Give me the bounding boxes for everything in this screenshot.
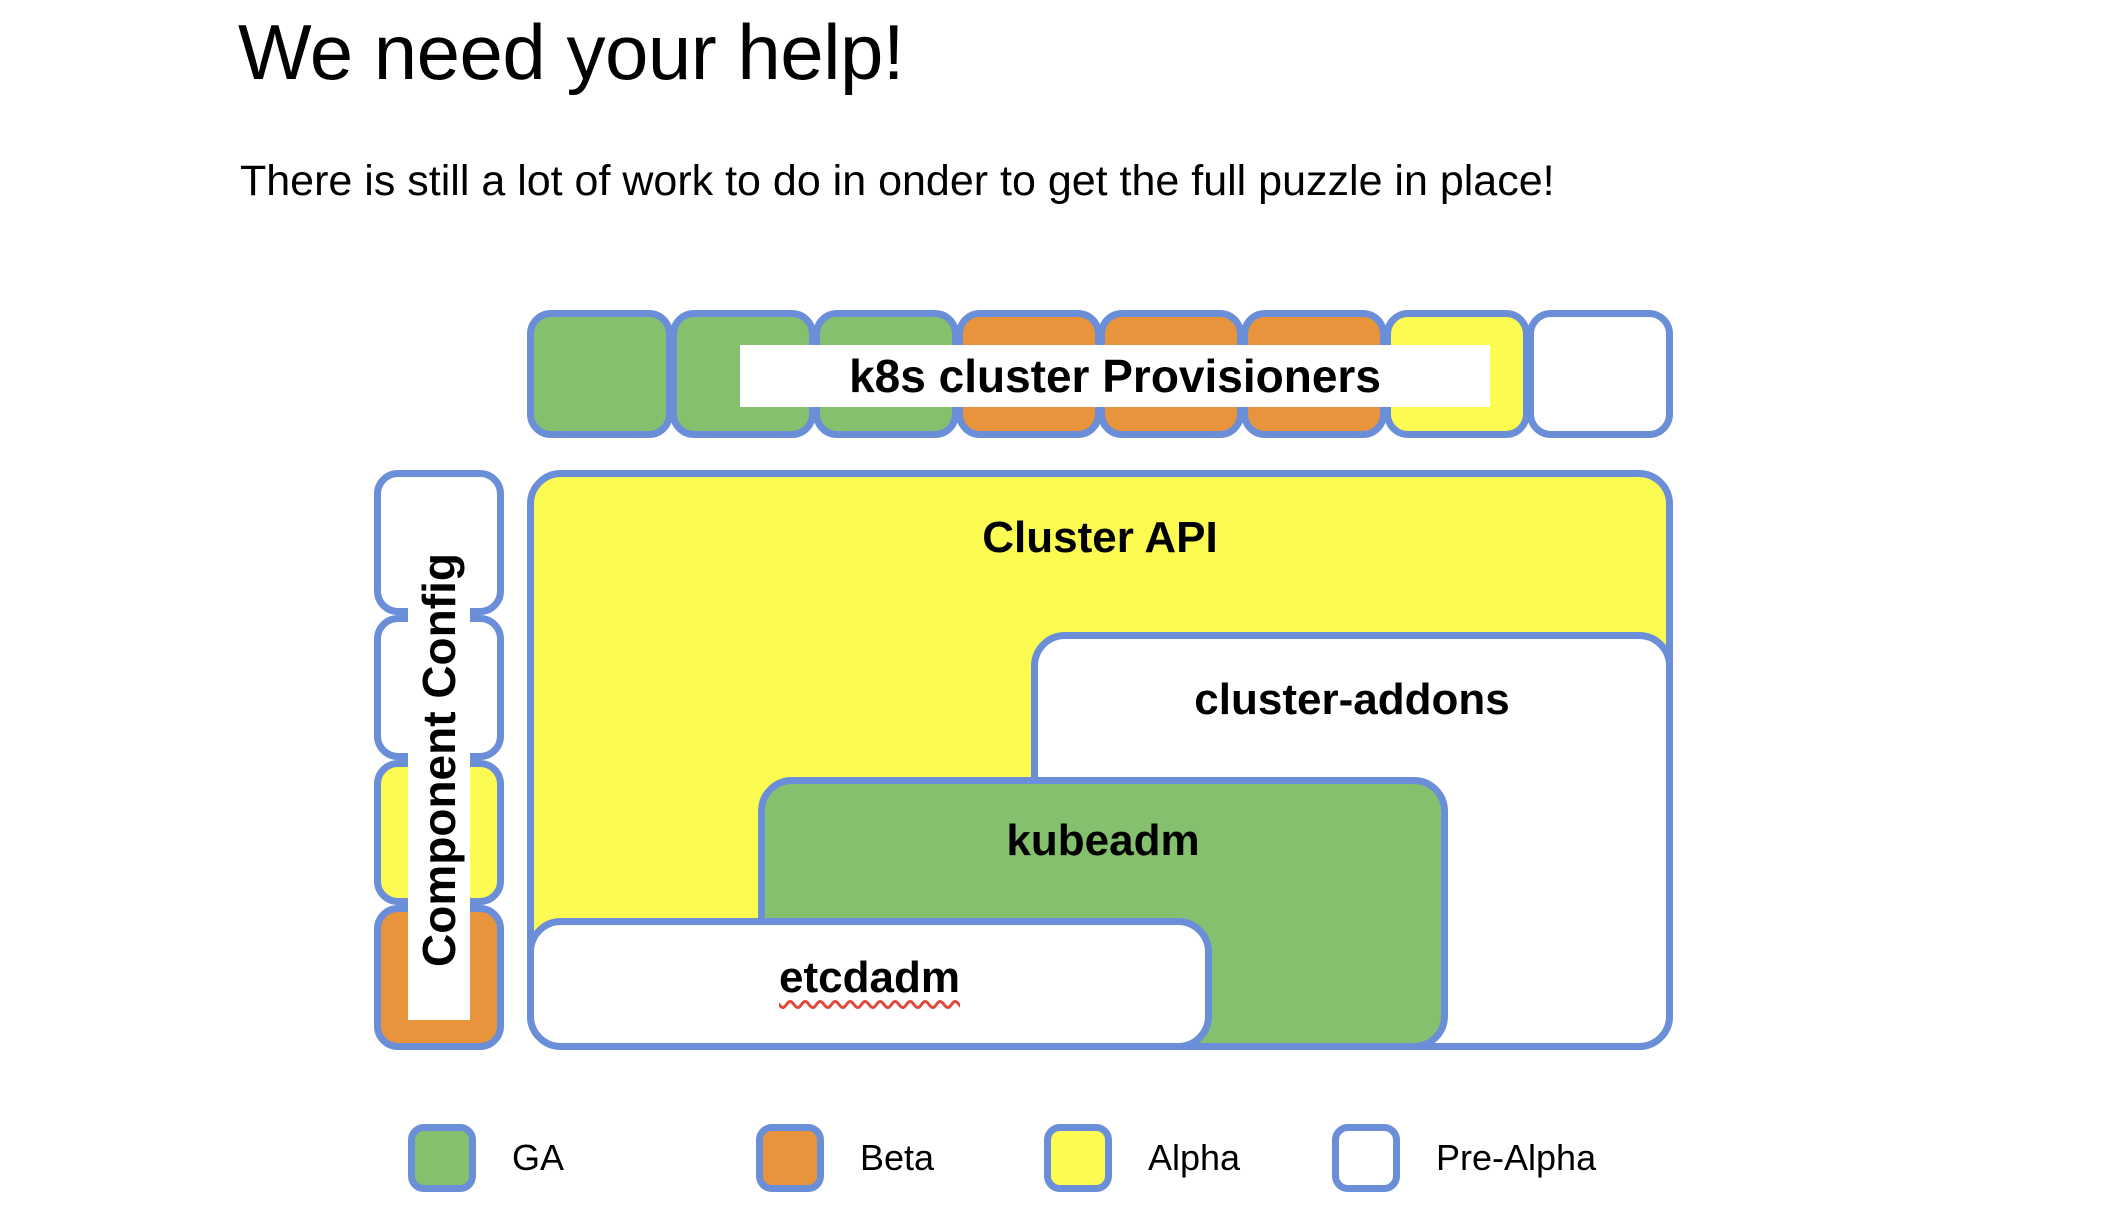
kubeadm-label: kubeadm (1006, 816, 1200, 865)
provisioners-label: k8s cluster Provisioners (740, 345, 1490, 407)
etcdadm-label-text: etcdadm (779, 953, 960, 1002)
component-config-label: Component Config (408, 500, 470, 1020)
legend-label: GA (512, 1137, 565, 1178)
legend-item-pre-alpha: Pre-Alpha (1332, 1124, 1596, 1192)
legend-item-alpha: Alpha (1044, 1124, 1240, 1192)
legend-swatch-white (1332, 1124, 1400, 1192)
legend-label: Beta (860, 1137, 935, 1178)
legend-item-beta: Beta (756, 1124, 934, 1192)
etcdadm-label: etcdadm (534, 953, 1205, 1003)
legend-label: Pre-Alpha (1436, 1137, 1597, 1178)
page-subtitle: There is still a lot of work to do in on… (240, 157, 1555, 205)
legend-swatch-orange (756, 1124, 824, 1192)
provisioner-pill-7 (1527, 310, 1673, 438)
legend-item-ga: GA (408, 1124, 564, 1192)
cluster-api-label: Cluster API (982, 513, 1218, 562)
legend-swatch-green (408, 1124, 476, 1192)
component-config-label-text: Component Config (413, 553, 466, 967)
legend-swatch-yellow (1044, 1124, 1112, 1192)
cluster-addons-label: cluster-addons (1194, 675, 1510, 724)
legend-label: Alpha (1148, 1137, 1241, 1178)
page-title: We need your help! (238, 8, 905, 96)
etcdadm-box: etcdadm (527, 918, 1212, 1050)
legend: GA Beta Alpha Pre-Alpha (408, 1124, 1708, 1192)
provisioner-pill-0 (527, 310, 673, 438)
